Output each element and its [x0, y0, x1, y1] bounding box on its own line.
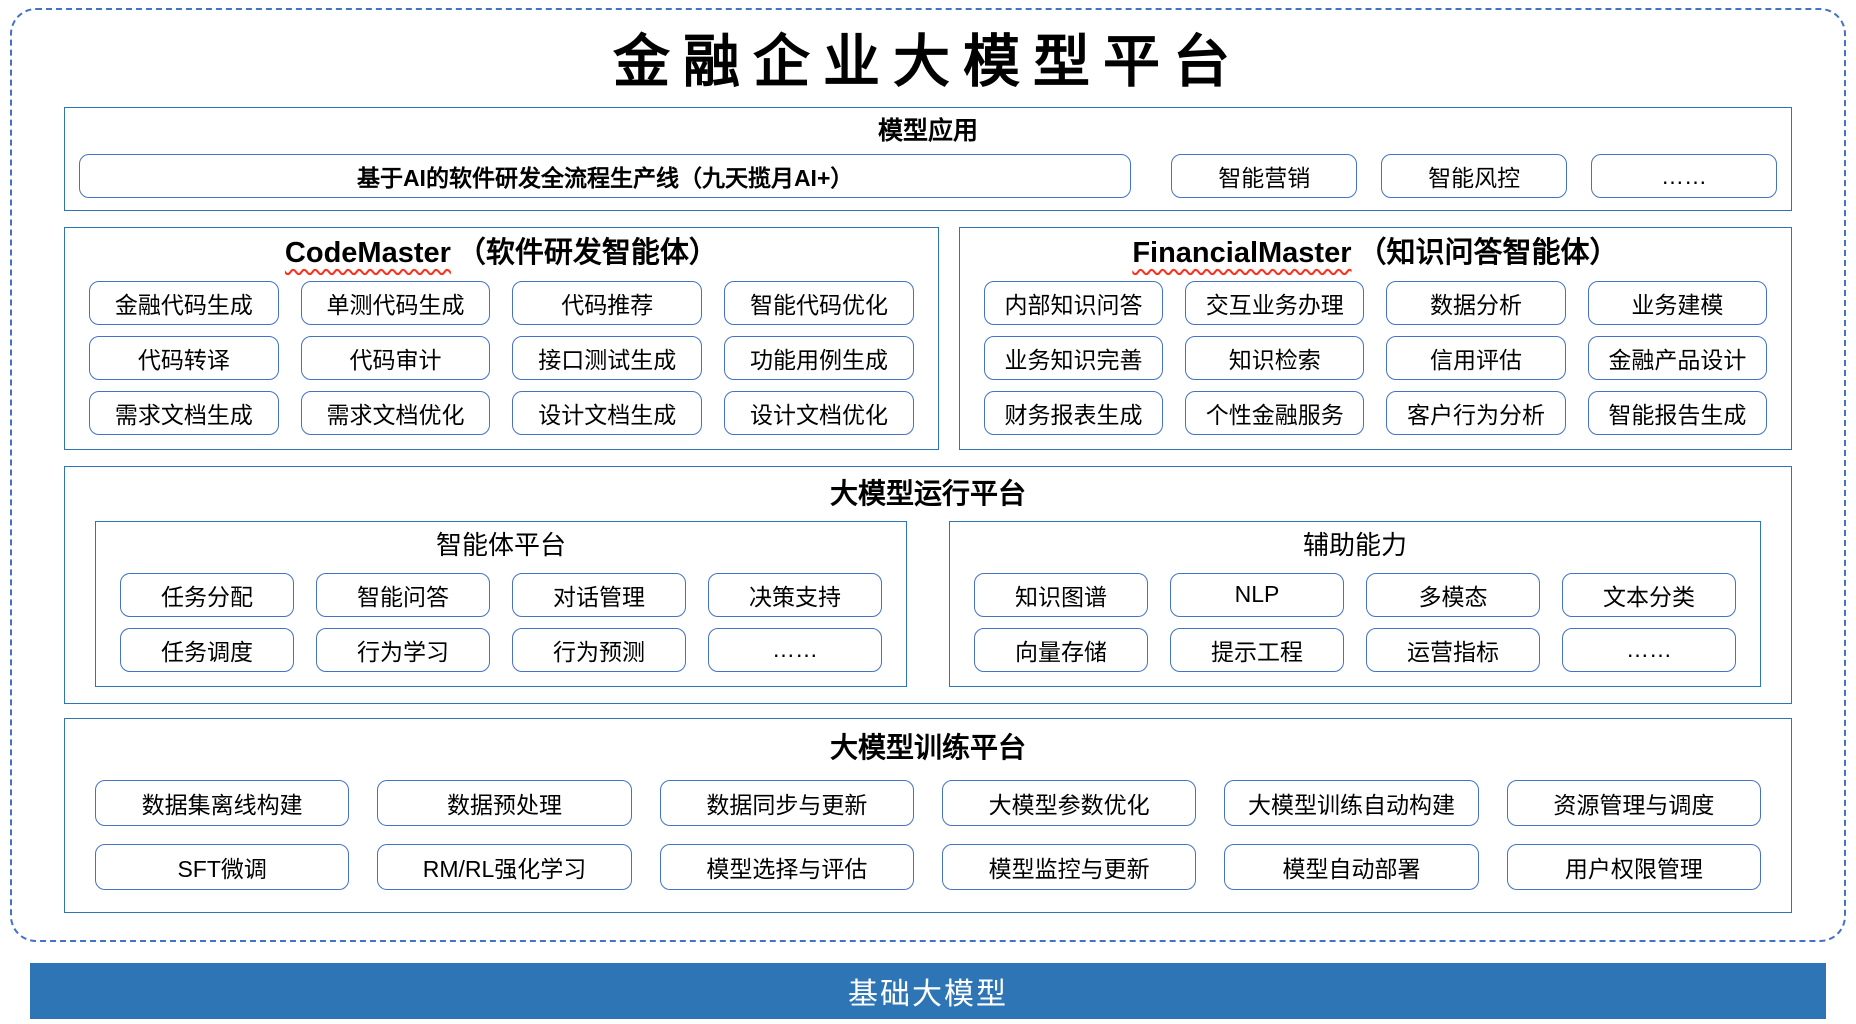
training-item: 模型选择与评估	[659, 844, 914, 891]
agent-platform-item: 决策支持	[708, 572, 882, 617]
financialmaster-item: 知识检索	[1185, 336, 1365, 381]
financialmaster-item: 交互业务办理	[1185, 281, 1365, 326]
training-item: 大模型训练自动构建	[1224, 780, 1479, 827]
codemaster-item: 代码转译	[89, 336, 279, 381]
platform-outer-dashed-border: 金融企业大模型平台 模型应用 基于AI的软件研发全流程生产线（九天揽月AI+） …	[10, 8, 1846, 942]
aux-capabilities-header: 辅助能力	[1302, 529, 1407, 560]
agent-platform-item: 行为预测	[512, 627, 686, 672]
codemaster-item: 代码审计	[300, 336, 491, 381]
codemaster-items-grid: 金融代码生成单测代码生成代码推荐智能代码优化代码转译代码审计接口测试生成功能用例…	[65, 281, 938, 436]
ai-pipeline-box: 基于AI的软件研发全流程生产线（九天揽月AI+）	[79, 154, 1132, 199]
codemaster-item: 设计文档优化	[724, 391, 914, 436]
agent-platform-box: 智能体平台 任务分配智能问答对话管理决策支持任务调度行为学习行为预测 ……	[95, 520, 907, 687]
section-model-applications: 模型应用 基于AI的软件研发全流程生产线（九天揽月AI+） 智能营销智能风控 ……	[64, 107, 1792, 212]
aux-capability-item: NLP	[1170, 572, 1344, 617]
runtime-columns: 智能体平台 任务分配智能问答对话管理决策支持任务调度行为学习行为预测 …… 辅助能…	[65, 520, 1791, 687]
training-item: 模型监控与更新	[941, 844, 1197, 891]
agent-platform-item: 行为学习	[316, 627, 490, 672]
section-runtime-platform: 大模型运行平台 智能体平台 任务分配智能问答对话管理决策支持任务调度行为学习行为…	[64, 466, 1792, 704]
agent-platform-item: 智能问答	[316, 572, 490, 617]
agent-platform-header: 智能体平台	[435, 529, 566, 560]
training-item: SFT微调	[95, 844, 350, 891]
page-title: 金融企业大模型平台	[613, 28, 1243, 95]
aux-capability-item: 运营指标	[1366, 627, 1540, 672]
training-item: 大模型参数优化	[941, 780, 1197, 827]
model-applications-row: 基于AI的软件研发全流程生产线（九天揽月AI+） 智能营销智能风控 ……	[77, 154, 1779, 199]
aux-capability-item: ……	[1562, 627, 1736, 672]
training-item: 模型自动部署	[1224, 844, 1479, 891]
training-item: 数据预处理	[377, 780, 632, 827]
training-item: 用户权限管理	[1506, 844, 1761, 891]
model-application-item: 智能风控	[1381, 154, 1568, 199]
financialmaster-item: 智能报告生成	[1587, 391, 1767, 436]
aux-capability-item: 知识图谱	[974, 572, 1148, 617]
training-platform-header: 大模型训练平台	[829, 731, 1026, 763]
codemaster-header: CodeMaster（软件研发智能体）	[65, 236, 938, 271]
codemaster-item: 智能代码优化	[724, 281, 914, 326]
agent-platform-item: ……	[708, 627, 882, 672]
financialmaster-item: 金融产品设计	[1587, 336, 1767, 381]
financialmaster-items-grid: 内部知识问答交互业务办理数据分析业务建模业务知识完善知识检索信用评估金融产品设计…	[960, 281, 1791, 436]
runtime-platform-header: 大模型运行平台	[829, 478, 1026, 510]
model-application-items: 智能营销智能风控 ……	[1171, 154, 1777, 199]
aux-capability-item: 文本分类	[1562, 572, 1736, 617]
model-application-item: ……	[1591, 154, 1777, 199]
training-items-grid: 数据集离线构建数据预处理数据同步与更新大模型参数优化大模型训练自动构建资源管理与…	[65, 780, 1791, 891]
aux-capability-item: 多模态	[1366, 572, 1540, 617]
financialmaster-subtitle: （知识问答智能体）	[1357, 237, 1619, 270]
financialmaster-item: 财务报表生成	[983, 391, 1164, 436]
training-item: 资源管理与调度	[1506, 780, 1761, 827]
aux-capability-item: 提示工程	[1170, 627, 1344, 672]
agent-platform-item: 任务调度	[120, 627, 294, 672]
codemaster-item: 金融代码生成	[89, 281, 279, 326]
codemaster-item: 单测代码生成	[300, 281, 491, 326]
base-model-bar: 基础大模型	[30, 963, 1826, 1019]
codemaster-item: 功能用例生成	[724, 336, 914, 381]
model-application-item: 智能营销	[1171, 154, 1358, 199]
aux-capability-item: 向量存储	[974, 627, 1148, 672]
codemaster-subtitle: （软件研发智能体）	[456, 237, 718, 270]
financialmaster-item: 信用评估	[1386, 336, 1566, 381]
financialmaster-item: 业务建模	[1587, 281, 1767, 326]
aux-capabilities-box: 辅助能力 知识图谱 NLP 多模态文本分类向量存储提示工程运营指标 ……	[949, 520, 1761, 687]
financialmaster-item: 业务知识完善	[983, 336, 1164, 381]
aux-capabilities-items-grid: 知识图谱 NLP 多模态文本分类向量存储提示工程运营指标 ……	[950, 572, 1760, 672]
training-item: 数据同步与更新	[659, 780, 914, 827]
financialmaster-item: 数据分析	[1386, 281, 1566, 326]
codemaster-item: 设计文档生成	[512, 391, 703, 436]
codemaster-item: 代码推荐	[512, 281, 703, 326]
agents-row: CodeMaster（软件研发智能体） 金融代码生成单测代码生成代码推荐智能代码…	[64, 227, 1792, 451]
codemaster-item: 接口测试生成	[512, 336, 703, 381]
section-codemaster: CodeMaster（软件研发智能体） 金融代码生成单测代码生成代码推荐智能代码…	[64, 227, 939, 451]
agent-platform-item: 对话管理	[512, 572, 686, 617]
section-financialmaster: FinancialMaster（知识问答智能体） 内部知识问答交互业务办理数据分…	[958, 227, 1792, 451]
agent-platform-item: 任务分配	[120, 572, 294, 617]
codemaster-item: 需求文档优化	[300, 391, 491, 436]
financialmaster-item: 个性金融服务	[1185, 391, 1365, 436]
model-applications-header: 模型应用	[877, 117, 978, 146]
codemaster-item: 需求文档生成	[89, 391, 279, 436]
financialmaster-item: 客户行为分析	[1386, 391, 1566, 436]
section-training-platform: 大模型训练平台 数据集离线构建数据预处理数据同步与更新大模型参数优化大模型训练自…	[64, 717, 1792, 914]
financialmaster-header: FinancialMaster（知识问答智能体）	[960, 236, 1791, 271]
training-item: RM/RL强化学习	[377, 844, 632, 891]
codemaster-name: CodeMaster	[284, 237, 451, 270]
training-item: 数据集离线构建	[95, 780, 350, 827]
financialmaster-name: FinancialMaster	[1132, 237, 1352, 270]
agent-platform-items-grid: 任务分配智能问答对话管理决策支持任务调度行为学习行为预测 ……	[96, 572, 906, 672]
financialmaster-item: 内部知识问答	[983, 281, 1164, 326]
